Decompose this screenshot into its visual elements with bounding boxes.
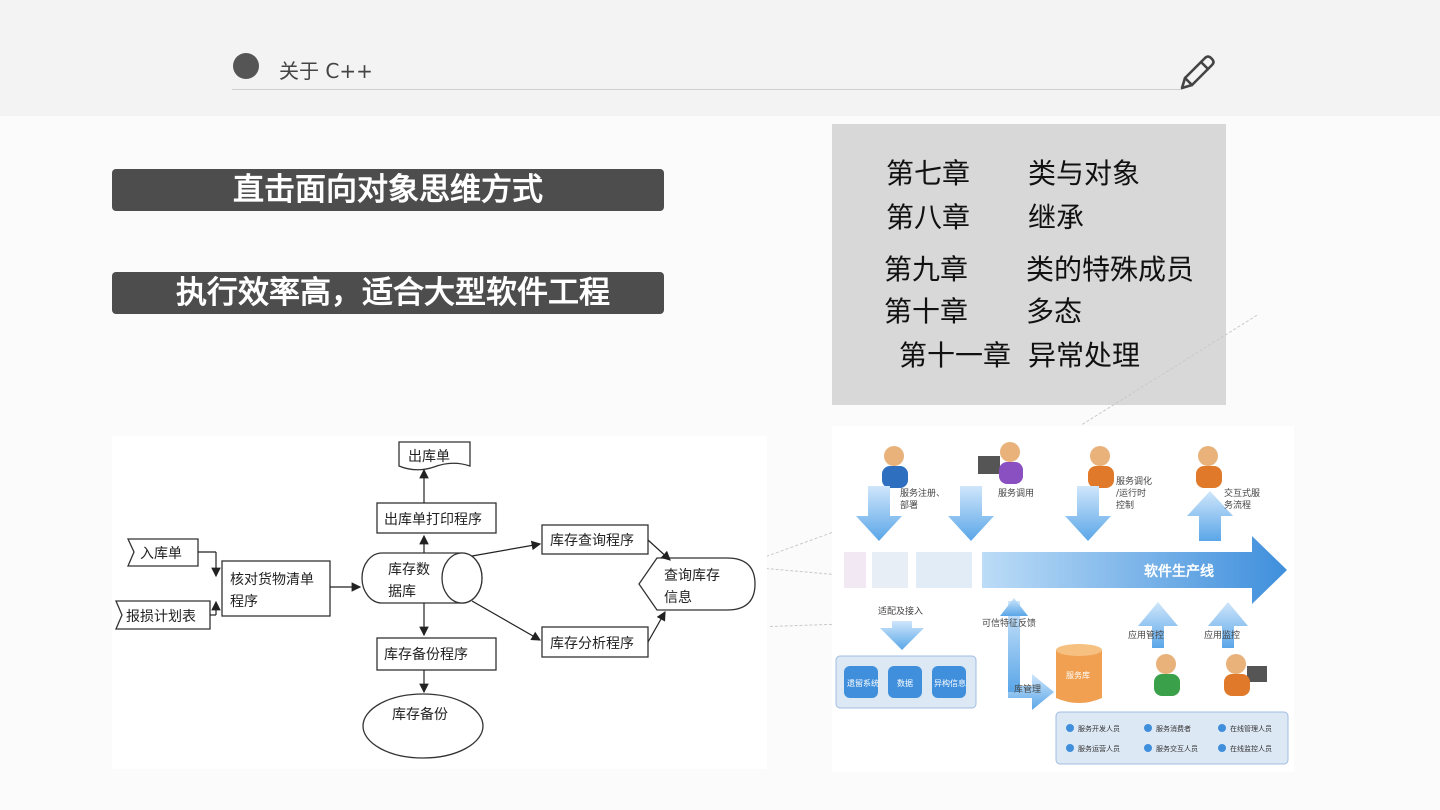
print-prog-box bbox=[376, 502, 497, 534]
out-doc-label: 出库单 bbox=[408, 449, 450, 465]
chapter-11-number: 第十一章 bbox=[899, 339, 1012, 372]
legend-online-manager: 在线管理人员 bbox=[1230, 724, 1272, 733]
service-runtime-label-1: 服务调化 bbox=[1116, 475, 1152, 487]
pipeline-label: 软件生产线 bbox=[1144, 563, 1214, 580]
highlight-text-oop: 直击面向对象思维方式 bbox=[233, 172, 543, 208]
chapter-list-panel: 第七章 类与对象 第八章 继承 第九章 类的特殊成员 第十章 多态 第十一章 异… bbox=[832, 124, 1226, 405]
chapter-11-title: 异常处理 bbox=[1028, 339, 1141, 372]
chapter-7-title: 类与对象 bbox=[1028, 157, 1141, 190]
chapter-9-number: 第九章 bbox=[884, 253, 969, 286]
legend-operator: 服务运营人员 bbox=[1078, 744, 1120, 753]
interactive-label-2: 务流程 bbox=[1224, 499, 1251, 511]
db-label-2: 据库 bbox=[388, 584, 416, 600]
library-manage-label: 库管理 bbox=[1014, 683, 1041, 695]
query-info-shape bbox=[638, 557, 756, 611]
store-label-data: 数据 bbox=[897, 678, 913, 688]
highlight-bar-oop: 直击面向对象思维方式 bbox=[112, 169, 664, 211]
in-doc-label: 入库单 bbox=[140, 546, 182, 562]
highlight-bar-efficiency: 执行效率高，适合大型软件工程 bbox=[112, 272, 664, 314]
store-label-legacy: 遗留系统 bbox=[847, 678, 879, 688]
legend-dev: 服务开发人员 bbox=[1078, 724, 1120, 733]
legend-interaction: 服务交互人员 bbox=[1156, 744, 1198, 753]
header-divider bbox=[232, 89, 1182, 90]
backup-prog-label: 库存备份程序 bbox=[384, 646, 468, 663]
service-library-cylinder bbox=[1056, 650, 1102, 703]
interactive-label-1: 交互式服 bbox=[1224, 487, 1260, 499]
backup-label: 库存备份 bbox=[392, 706, 448, 723]
chapter-8-title: 继承 bbox=[1028, 201, 1085, 234]
db-label-1: 库存数 bbox=[388, 562, 430, 578]
query-prog-box bbox=[541, 524, 649, 555]
store-label-heterogeneous: 异构信息 bbox=[934, 678, 966, 688]
check-prog-label-2: 程序 bbox=[230, 594, 258, 610]
service-runtime-label-2: /运行时 bbox=[1116, 487, 1146, 499]
service-call-label: 服务调用 bbox=[998, 487, 1034, 499]
out-doc-shape bbox=[398, 441, 471, 471]
chapter-8-number: 第八章 bbox=[886, 201, 971, 234]
query-prog-label: 库存查询程序 bbox=[550, 533, 634, 549]
legend-consumer: 服务消费者 bbox=[1156, 724, 1191, 733]
software-pipeline-diagram: 服务注册、 部署 服务调用 服务调化 /运行时 控制 交互式服 务流程 软件生产… bbox=[832, 426, 1294, 772]
backup-prog-box bbox=[376, 637, 497, 671]
chapter-7-number: 第七章 bbox=[886, 157, 971, 190]
pipeline-arrow bbox=[982, 536, 1287, 604]
query-info-label-2: 信息 bbox=[664, 589, 692, 606]
highlight-text-efficiency: 执行效率高，适合大型软件工程 bbox=[176, 275, 610, 311]
analysis-prog-box bbox=[541, 626, 649, 658]
check-prog-box bbox=[221, 560, 331, 617]
pen-icon bbox=[1180, 55, 1215, 90]
print-prog-label: 出库单打印程序 bbox=[384, 511, 482, 528]
check-prog-label-1: 核对货物清单 bbox=[230, 571, 314, 588]
query-info-label-1: 查询库存 bbox=[664, 568, 720, 584]
trust-label: 可信特征反馈 bbox=[982, 617, 1036, 629]
backup-ellipse bbox=[362, 693, 484, 759]
person-icons bbox=[882, 442, 1267, 696]
loss-plan-label: 报损计划表 bbox=[126, 609, 196, 625]
service-register-label-1: 服务注册、 bbox=[900, 487, 945, 499]
service-library-label: 服务库 bbox=[1066, 670, 1090, 680]
zoom-line-left-2 bbox=[765, 568, 832, 575]
bullet-dot bbox=[233, 53, 259, 79]
role-legend bbox=[1055, 711, 1289, 765]
slide-header: 关于 C++ bbox=[0, 0, 1440, 116]
zoom-line-left-3 bbox=[770, 623, 832, 627]
loss-plan-shape bbox=[115, 600, 211, 630]
service-runtime-label-3: 控制 bbox=[1116, 499, 1134, 511]
zoom-line-left-1 bbox=[766, 532, 833, 557]
in-doc-shape bbox=[126, 538, 199, 567]
chapter-10-number: 第十章 bbox=[884, 295, 969, 328]
app-manage-label: 应用管控 bbox=[1128, 629, 1164, 641]
header-title: 关于 C++ bbox=[279, 59, 373, 83]
legend-monitor: 在线监控人员 bbox=[1230, 744, 1272, 753]
analysis-prog-label: 库存分析程序 bbox=[550, 636, 634, 652]
service-register-label-2: 部署 bbox=[900, 499, 918, 511]
adapter-label: 适配及接入 bbox=[878, 605, 923, 617]
inventory-flowchart: 出库单 出库单打印程序 入库单 报损计划表 核对货物清单 程序 库存数 据库 库… bbox=[112, 436, 767, 769]
chapter-9-title: 类的特殊成员 bbox=[1026, 253, 1195, 286]
app-monitor-label: 应用监控 bbox=[1204, 629, 1240, 641]
chapter-10-title: 多态 bbox=[1026, 295, 1083, 328]
